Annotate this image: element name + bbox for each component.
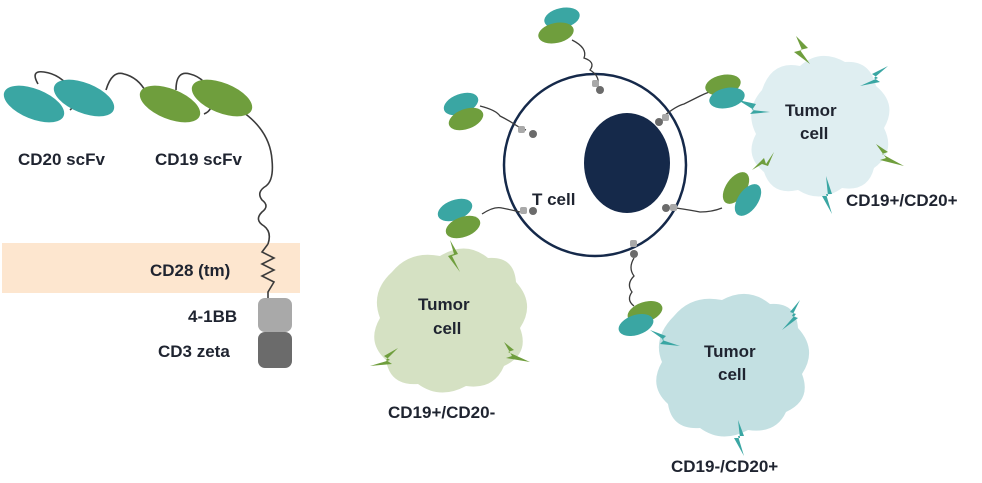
car-l-hinge — [481, 206, 521, 215]
car-b-hinge — [628, 257, 635, 307]
4-1bb-label: 4-1BB — [188, 307, 237, 326]
t-cell: T cell — [502, 72, 688, 258]
car-top-hinge — [571, 39, 599, 87]
tumor-left-label-2: cell — [433, 319, 461, 338]
car-receptor-upper-left — [443, 92, 537, 138]
antigens — [370, 36, 904, 456]
car-receptor-bottom — [618, 240, 663, 337]
cd19-antigen-icon — [448, 240, 460, 272]
car-b-zeta — [630, 250, 638, 258]
tumor-cell-left: Tumor cell CD19+/CD20- — [374, 248, 528, 422]
car-receptor-top — [538, 7, 604, 94]
car-top-bb — [592, 80, 599, 87]
tumor-left-label-1: Tumor — [418, 295, 470, 314]
car-b-cd20 — [618, 313, 654, 337]
cd20-scfv-label: CD20 scFv — [18, 150, 105, 169]
4-1bb-box — [258, 298, 292, 332]
scfv-linker-2 — [105, 72, 149, 97]
tumor-cell-top-right: Tumor cell CD19+/CD20+ — [751, 55, 958, 210]
cd20-antigen-icon — [738, 100, 770, 114]
tumor-top-right-phenotype: CD19+/CD20+ — [846, 191, 958, 210]
cd3-zeta-label: CD3 zeta — [158, 342, 230, 361]
cd20-vl-domain — [53, 79, 115, 117]
cd20-antigen-icon — [860, 66, 888, 86]
tumor-top-right-body — [751, 55, 890, 197]
car-ur-zeta — [655, 118, 663, 126]
car-b-bb — [630, 240, 637, 247]
car-l-zeta — [529, 207, 537, 215]
cd28-tm-label: CD28 (tm) — [150, 261, 230, 280]
car-receptor-left — [437, 198, 537, 239]
cd19-scfv-label: CD19 scFv — [155, 150, 242, 169]
cd20-antigen-icon — [782, 300, 800, 330]
car-r-cd19 — [722, 172, 750, 204]
car-ur-cd20 — [709, 87, 745, 109]
tumor-bottom-label-1: Tumor — [704, 342, 756, 361]
cd19-antigen-icon — [752, 152, 774, 170]
tumor-top-right-label-1: Tumor — [785, 101, 837, 120]
car-receptor-upper-right — [655, 74, 745, 126]
car-ul-cd19 — [448, 107, 484, 131]
tumor-bottom-phenotype: CD19-/CD20+ — [671, 457, 778, 476]
car-top-zeta — [596, 86, 604, 94]
cd19-antigen-icon — [370, 348, 398, 366]
hinge-line — [239, 109, 274, 245]
t-cell-label: T cell — [532, 190, 575, 209]
cd19-vh-domain — [139, 85, 201, 123]
car-l-bb — [520, 207, 527, 214]
tm-zigzag — [260, 243, 276, 300]
cd19-antigen-icon — [876, 144, 904, 166]
car-ur-hinge — [663, 89, 717, 117]
car-r-hinge — [675, 207, 723, 213]
car-top-cd19 — [538, 22, 574, 44]
car-top-cd20 — [544, 7, 580, 29]
car-ur-bb — [662, 114, 669, 121]
tumor-bottom-body — [656, 293, 810, 437]
cd20-antigen-icon — [650, 330, 680, 346]
cd20-antigen-icon — [822, 176, 832, 214]
cd19-vl-domain — [191, 79, 253, 117]
car-receptor-right — [662, 172, 762, 216]
car-r-cd20 — [734, 184, 762, 216]
car-r-zeta — [662, 204, 670, 212]
tumor-cell-bottom: Tumor cell CD19-/CD20+ — [656, 293, 810, 476]
cd19-antigen-icon — [504, 342, 530, 362]
cd3-zeta-box — [258, 332, 292, 368]
tumor-left-body — [374, 248, 528, 393]
tumor-top-right-label-2: cell — [800, 124, 828, 143]
t-cell-nucleus — [584, 113, 670, 213]
cd28-tm-band — [2, 243, 300, 293]
car-l-cd20 — [437, 198, 473, 222]
car-ul-bb — [518, 126, 525, 133]
cd19-antigen-icon — [794, 36, 810, 64]
car-l-cd19 — [445, 215, 481, 239]
car-construct: CD20 scFv CD19 scFv CD28 (tm) 4-1BB CD3 … — [2, 70, 300, 368]
tumor-left-phenotype: CD19+/CD20- — [388, 403, 495, 422]
tumor-bottom-label-2: cell — [718, 365, 746, 384]
car-r-bb — [670, 204, 677, 211]
cd20-antigen-icon — [734, 420, 744, 456]
car-ul-zeta — [529, 130, 537, 138]
cd20-vh-domain — [3, 85, 65, 123]
